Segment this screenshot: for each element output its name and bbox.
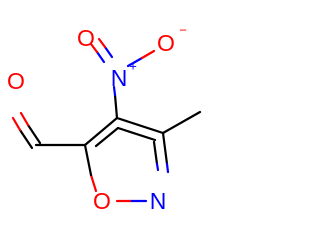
ring-nitrogen-label: N (150, 188, 167, 214)
ring-bond-c3-n-inner-black (152, 140, 159, 166)
atom-label-layer: O N + O O − O N (7, 23, 187, 215)
ring-bond-c3-n-inner-blue (155, 162, 160, 172)
nitro-n-o-double-b-red (97, 37, 107, 49)
nitro-n-o-double-a-red (89, 42, 99, 54)
molecule-structure-drawing: O N + O O − O N (7, 23, 202, 215)
ring-bond-c5-c4 (83, 116, 119, 147)
nitro-oxygen-minus-label: O (157, 30, 175, 56)
nitro-n-o-double-b-blue (103, 45, 114, 59)
ring-bond-o-c5-black (83, 143, 93, 177)
ring-bond-c3-n-outer-black (161, 131, 169, 166)
ring-bond-c4-c3-outer (115, 116, 165, 135)
nitro-n-o-single-red (140, 49, 156, 60)
ring-bond-c4-c3-inner (116, 126, 157, 142)
ring-bond-c3-n-outer-blue (165, 162, 170, 174)
ring-bond-o-c5-red (89, 173, 98, 193)
nitro-oxygen-label-left: O (77, 25, 95, 51)
ring-oxygen-label: O (93, 188, 111, 214)
aldehyde-oxygen-label: O (7, 68, 25, 94)
nitro-n-o-single-blue (126, 56, 144, 68)
aldehyde-co-bond-red-a (19, 111, 30, 127)
ring-bond-c5-c4-inner (94, 126, 120, 148)
nitro-nitrogen-charge: + (129, 59, 137, 74)
aldehyde-co-bond-red-b (11, 116, 22, 132)
methyl-bond (161, 110, 202, 135)
bond-layer (11, 37, 202, 203)
aldehyde-co-bond-black-b (18, 128, 34, 150)
nitro-n-o-double-a-blue (95, 50, 106, 64)
c4-nitro-bond-black (113, 93, 119, 120)
molecule-structure-canvas: O N + O O − O N (7, 22, 202, 215)
nitro-nitrogen-label: N (111, 65, 128, 91)
nitro-oxygen-minus-charge: − (179, 23, 187, 38)
aldehyde-co-bond-black-a (26, 123, 42, 145)
c4-nitro-bond-blue (112, 85, 117, 97)
